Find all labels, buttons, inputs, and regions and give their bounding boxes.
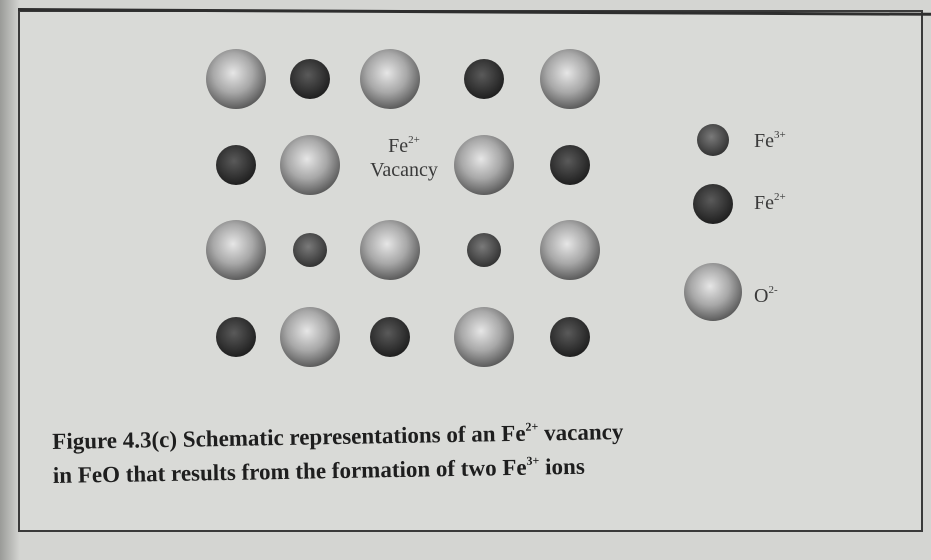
o2-ion-r2c0 xyxy=(206,220,266,280)
o2-ion-r0c0 xyxy=(206,49,266,109)
o2-ion-r0c2 xyxy=(360,49,420,109)
o2-ion-r3c1 xyxy=(280,307,340,367)
legend-label-fe2: Fe2+ xyxy=(754,191,786,215)
legend-symbols xyxy=(684,124,742,321)
legend-symbol-o2 xyxy=(684,263,742,321)
fe2-ion-r3c2 xyxy=(370,317,410,357)
fe2-ion-r0c1 xyxy=(290,59,330,99)
o2-ion-r3c3 xyxy=(454,307,514,367)
legend-label-o2: O2- xyxy=(754,284,778,308)
vacancy-label: Fe2+ Vacancy xyxy=(352,134,456,182)
lattice-grid xyxy=(206,49,600,367)
o2-ion-r1c1 xyxy=(280,135,340,195)
fe3-ion-r2c3 xyxy=(467,233,501,267)
fe2-ion-r1c4 xyxy=(550,145,590,185)
fe2-ion-r1c0 xyxy=(216,145,256,185)
vacancy-ion-label: Fe2+ xyxy=(388,134,420,158)
fe2-ion-r3c0 xyxy=(216,317,256,357)
vacancy-word: Vacancy xyxy=(370,159,438,181)
legend-label-fe3: Fe3+ xyxy=(754,129,786,153)
fe2-ion-r0c3 xyxy=(464,59,504,99)
o2-ion-r1c3 xyxy=(454,135,514,195)
o2-ion-r0c4 xyxy=(540,49,600,109)
figure-frame xyxy=(18,10,923,532)
legend-symbol-fe2 xyxy=(693,184,733,224)
page-edge-shadow xyxy=(0,0,20,560)
o2-ion-r2c4 xyxy=(540,220,600,280)
legend-symbol-fe3 xyxy=(697,124,729,156)
o2-ion-r2c2 xyxy=(360,220,420,280)
fe2-ion-r3c4 xyxy=(550,317,590,357)
fe3-ion-r2c1 xyxy=(293,233,327,267)
